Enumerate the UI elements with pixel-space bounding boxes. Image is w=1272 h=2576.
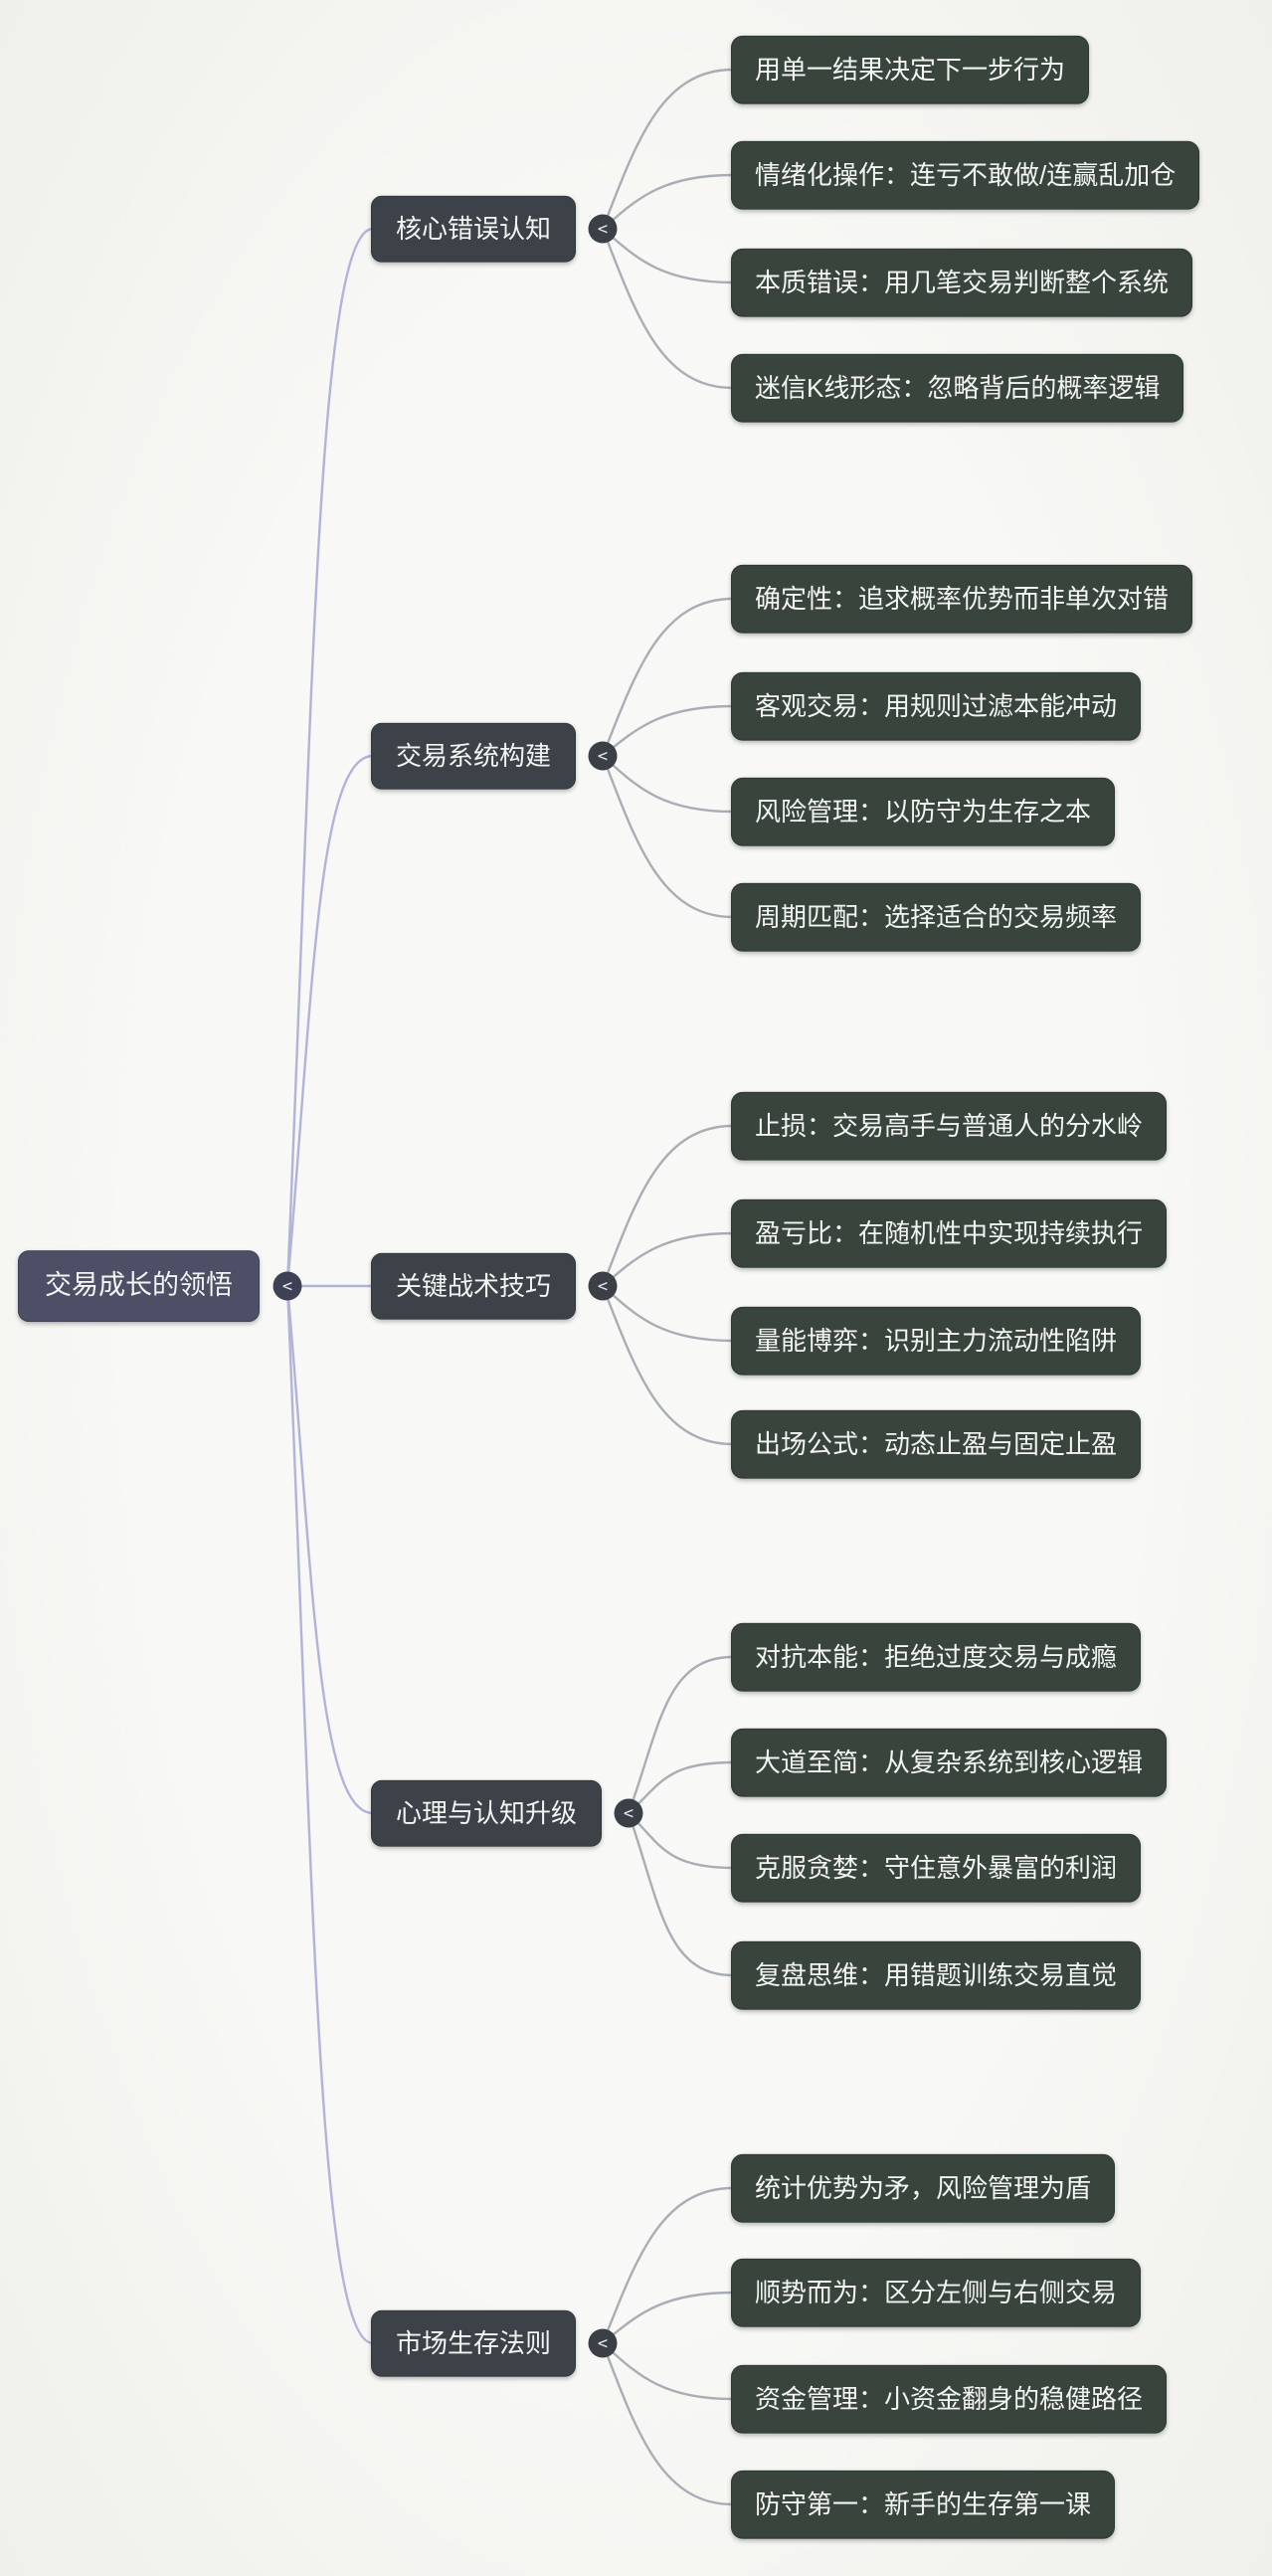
branch-node[interactable]: 关键战术技巧 (371, 1252, 577, 1320)
connector-edge (285, 754, 375, 1288)
branch-node[interactable]: 核心错误认知 (371, 195, 577, 263)
branch-node[interactable]: 交易系统构建 (371, 722, 577, 790)
leaf-node[interactable]: 客观交易：用规则过滤本能冲动 (731, 671, 1142, 741)
leaf-node[interactable]: 资金管理：小资金翻身的稳健路径 (731, 2364, 1168, 2434)
connector-edge (285, 227, 375, 1288)
leaf-node[interactable]: 统计优势为矛，风险管理为盾 (731, 2153, 1116, 2223)
leaf-node[interactable]: 情绪化操作：连亏不敢做/连赢乱加仓 (731, 140, 1200, 210)
collapse-button[interactable]: < (588, 214, 618, 244)
leaf-node[interactable]: 量能博弈：识别主力流动性陷阱 (731, 1306, 1142, 1376)
leaf-node[interactable]: 周期匹配：选择适合的交易频率 (731, 882, 1142, 952)
connector-edge (601, 2341, 735, 2401)
leaf-node[interactable]: 用单一结果决定下一步行为 (731, 35, 1090, 104)
connector-edge (601, 1284, 735, 1446)
leaf-node[interactable]: 盈亏比：在随机性中实现持续执行 (731, 1198, 1168, 1268)
connector-edge (601, 2186, 735, 2345)
connector-edge (285, 1284, 375, 2345)
connector-edge (601, 1284, 735, 1343)
leaf-node[interactable]: 风险管理：以防守为生存之本 (731, 777, 1116, 846)
connector-edge (601, 704, 735, 758)
connector-edge (601, 173, 735, 231)
connector-edge (601, 2291, 735, 2345)
root-node[interactable]: 交易成长的领悟 (18, 1250, 260, 1322)
leaf-node[interactable]: 出场公式：动态止盈与固定止盈 (731, 1409, 1142, 1479)
connector-edge (601, 754, 735, 814)
branch-node[interactable]: 市场生存法则 (371, 2309, 577, 2377)
collapse-button[interactable]: < (614, 1798, 643, 1828)
leaf-node[interactable]: 顺势而为：区分左侧与右侧交易 (731, 2258, 1142, 2327)
collapse-button[interactable]: < (273, 1271, 302, 1301)
connector-edge (601, 68, 735, 231)
leaf-node[interactable]: 本质错误：用几笔交易判断整个系统 (731, 248, 1193, 317)
connector-edge (601, 1124, 735, 1288)
connector-edge (601, 754, 735, 919)
leaf-node[interactable]: 大道至简：从复杂系统到核心逻辑 (731, 1728, 1168, 1797)
connector-edge (285, 1284, 375, 1815)
connector-edge (601, 1231, 735, 1288)
collapse-button[interactable]: < (588, 741, 618, 771)
leaf-node[interactable]: 对抗本能：拒绝过度交易与成瘾 (731, 1622, 1142, 1692)
collapse-button[interactable]: < (588, 1271, 618, 1301)
leaf-node[interactable]: 复盘思维：用错题训练交易直觉 (731, 1940, 1142, 2010)
branch-node[interactable]: 心理与认知升级 (371, 1779, 603, 1847)
leaf-node[interactable]: 防守第一：新手的生存第一课 (731, 2470, 1116, 2539)
leaf-node[interactable]: 止损：交易高手与普通人的分水岭 (731, 1091, 1168, 1161)
connector-edge (627, 1811, 735, 1977)
collapse-button[interactable]: < (588, 2328, 618, 2358)
connector-edge (601, 227, 735, 390)
connector-edge (627, 1655, 735, 1815)
leaf-node[interactable]: 迷信K线形态：忽略背后的概率逻辑 (731, 353, 1184, 423)
leaf-node[interactable]: 克服贪婪：守住意外暴富的利润 (731, 1833, 1142, 1903)
connector-edge (601, 597, 735, 758)
leaf-node[interactable]: 确定性：追求概率优势而非单次对错 (731, 564, 1193, 634)
connector-edge (601, 2341, 735, 2506)
connector-edge (601, 227, 735, 284)
